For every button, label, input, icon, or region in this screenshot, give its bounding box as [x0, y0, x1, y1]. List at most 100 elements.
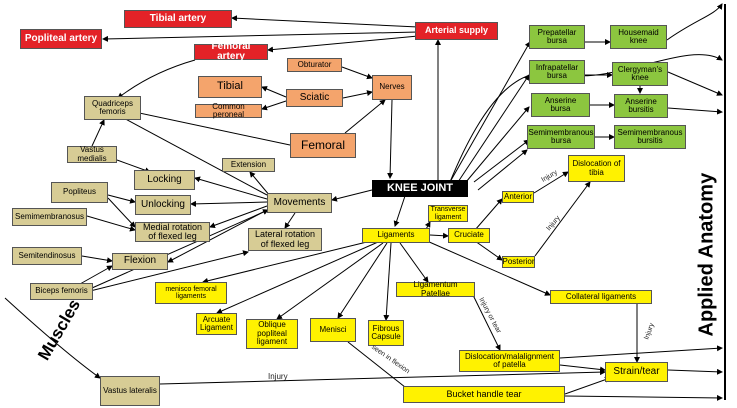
obturator-label: Obturator — [297, 59, 332, 69]
menisco-femoral-box: menisco femoral ligaments — [155, 282, 227, 304]
applied-anatomy-title: Applied Anatomy — [695, 172, 718, 337]
menisci-label: Menisci — [319, 324, 347, 334]
edge-knee-movements — [331, 189, 373, 202]
popliteus-box: Popliteus — [51, 182, 108, 203]
semimembranous-bursa-label: Semimembranous bursa — [528, 127, 594, 145]
arcuate-box: Arcuate Ligament — [196, 313, 237, 335]
edge-label-injury-anterior: Injury — [540, 169, 559, 184]
edge-label-seen-in-flexion: seen in flexion — [370, 343, 411, 376]
strain-tear-label: Strain/tear — [613, 365, 660, 377]
infrapatellar-bursa-box: Infrapatellar bursa — [529, 60, 585, 84]
vastus-medialis-label: Vastus medialis — [77, 145, 107, 163]
muscles-title: Muscles — [34, 295, 85, 364]
sciatic-label: Sciatic — [299, 91, 330, 103]
edge-arterial-popliteal — [102, 31, 419, 42]
posterior-box: Posterior — [502, 256, 535, 268]
edge-movements-lateral — [284, 212, 296, 229]
edge-arterial-femoral — [267, 35, 419, 53]
edge-knee-infrapatellar — [457, 74, 530, 183]
vastus-medialis-box: Vastus medialis — [67, 145, 117, 163]
popliteal-artery-box: Popliteal artery — [20, 29, 102, 49]
biceps-femoris-label: Biceps femoris — [35, 286, 88, 296]
edge-nerves-knee — [387, 99, 394, 179]
edge-bucket-strain — [564, 376, 611, 395]
edge-movements-unlocking — [190, 200, 268, 207]
clergyman-knee-box: Clergyman's knee — [612, 62, 668, 86]
lateral-rotation-label: Lateral rotation of flexed leg — [254, 229, 316, 249]
tibial-nerve-label: Tibial — [217, 80, 243, 93]
edge-knee-semimembranous-bursa — [477, 149, 528, 191]
infrapatellar-bursa-label: Infrapatellar bursa — [535, 62, 579, 80]
dislocation-patella-label: Dislocation/malalignment of patella — [465, 351, 554, 369]
edge-ligaments-fibrous — [383, 242, 392, 321]
semitendinosus-label: Semitendinosus — [18, 250, 76, 260]
unlocking-box: Unlocking — [135, 195, 191, 215]
common-peroneal-box: Common peroneal — [195, 102, 262, 119]
edge-knee-prepatellar — [449, 41, 531, 183]
medial-rotation-label: Medial rotation of flexed leg — [142, 221, 203, 241]
edge-semimembranosus-medial — [86, 215, 136, 232]
anterior-label: Anterior — [504, 191, 533, 201]
edge-popliteus-medial — [107, 197, 136, 228]
biceps-femoris-box: Biceps femoris — [30, 283, 93, 300]
edge-ligaments-oblique — [276, 242, 384, 320]
sciatic-box: Sciatic — [286, 89, 343, 107]
housemaid-knee-label: Housemaid knee — [618, 27, 659, 45]
edge-posterior-dislocation — [534, 181, 591, 257]
extension-box: Extension — [222, 158, 275, 172]
knee-joint-box: KNEE JOINT — [372, 180, 468, 197]
clergyman-knee-label: Clergyman's knee — [617, 64, 663, 82]
popliteus-label: Popliteus — [63, 187, 96, 197]
arterial-supply-box: Arterial supply — [415, 22, 498, 40]
edge-knee-semimembranous — [473, 139, 530, 183]
edge-knee-ligaments — [393, 195, 406, 227]
edge-ligaments-cruciate — [429, 232, 449, 239]
flexion-label: Flexion — [123, 255, 157, 267]
edge-femoral-artery-quadriceps — [117, 59, 196, 99]
housemaid-knee-box: Housemaid knee — [610, 25, 667, 49]
vastus-lateralis-box: Vastus lateralis — [100, 376, 160, 406]
semimembranous-bursitis-label: Semimembranous bursitis — [617, 127, 683, 145]
edge-sciatic-nerves — [342, 90, 373, 99]
transverse-ligament-label: Transverse ligament — [430, 206, 466, 221]
edge-strain-applied — [667, 368, 723, 375]
edge-ligaments-patellae — [399, 242, 429, 283]
quadriceps-box: Quadriceps femoris — [84, 96, 141, 120]
edge-sciatic-common-peroneal — [261, 100, 287, 111]
bucket-handle-box: Bucket handle tear — [403, 386, 565, 403]
fibrous-capsule-label: Fibrous Capsule — [371, 323, 401, 341]
edge-ligaments-arcuate — [216, 241, 379, 314]
edge-ligaments-menisci — [337, 242, 388, 319]
flexion-box: Flexion — [112, 253, 168, 270]
tibial-artery-box: Tibial artery — [124, 10, 232, 28]
anserine-bursitis-label: Anserine bursitis — [625, 96, 657, 114]
movements-box: Movements — [267, 193, 332, 213]
prepatellar-bursa-box: Prepatellar bursa — [529, 25, 585, 49]
edge-clergyman-applied — [667, 71, 723, 96]
edge-label-injury-or-tear: Injury or tear — [477, 296, 502, 335]
edge-movements-locking — [194, 176, 268, 200]
ligamentum-patellae-label: Ligamentum Patellae — [413, 280, 458, 298]
knee-joint-label: KNEE JOINT — [386, 181, 453, 194]
edge-knee-anserine — [465, 106, 530, 183]
arterial-supply-label: Arterial supply — [424, 25, 489, 36]
dislocation-tibia-box: Dislocation of tibia — [568, 155, 625, 182]
dislocation-patella-box: Dislocation/malalignment of patella — [459, 350, 560, 372]
nerves-label: Nerves — [379, 82, 405, 92]
fibrous-capsule-box: Fibrous Capsule — [368, 320, 404, 346]
nerves-box: Nerves — [372, 75, 412, 100]
femoral-artery-box: Femoral artery — [194, 41, 268, 62]
cruciate-label: Cruciate — [454, 230, 484, 240]
edge-femoral-nerves — [344, 99, 386, 134]
edge-semitendinosus-flexion — [81, 255, 113, 264]
bucket-handle-label: Bucket handle tear — [446, 388, 522, 399]
locking-label: Locking — [147, 173, 182, 185]
menisco-femoral-label: menisco femoral ligaments — [165, 285, 217, 300]
anserine-bursitis-box: Anserine bursitis — [614, 94, 668, 118]
anserine-bursa-box: Anserine bursa — [531, 93, 590, 117]
edge-label-injury-posterior: Injury — [545, 214, 562, 233]
semimembranous-bursa-box: Semimembranous bursa — [527, 125, 595, 149]
oblique-popliteal-label: Oblique popliteal ligament — [256, 320, 288, 347]
extension-label: Extension — [230, 159, 267, 169]
